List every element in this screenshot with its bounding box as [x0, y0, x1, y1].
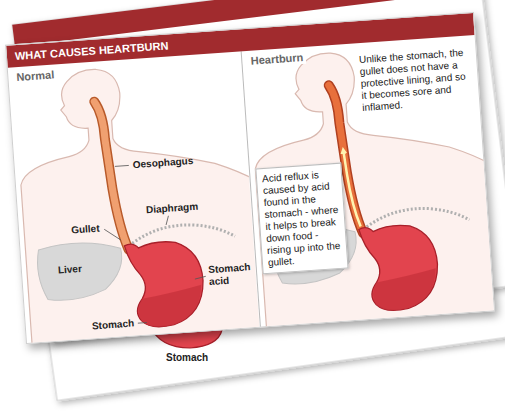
- panel-heading: Normal: [14, 68, 57, 84]
- front-card: WHAT CAUSES HEARTBURNNormalHeartburnUnli…: [5, 12, 495, 344]
- note-text: Acid reflux is caused by acid found in t…: [262, 168, 343, 269]
- panel: Heartburn Unlike the stomach, the gullet …: [242, 35, 495, 329]
- leader-lines: [100, 161, 209, 325]
- part-label: Stomach acid: [208, 261, 256, 288]
- callout-box: Acid reflux is caused by acid found in t…: [255, 163, 348, 275]
- part-label: Stomach: [166, 352, 208, 364]
- note-box: Unlike the stomach, the gullet does not …: [354, 43, 476, 117]
- panel-heading: Heartburn: [248, 51, 305, 68]
- part-label: Gullet: [71, 223, 100, 237]
- panel: Normal: [8, 51, 260, 344]
- part-label: Liver: [58, 263, 83, 277]
- heartburn-figure: [248, 42, 495, 328]
- normal-figure: [13, 59, 259, 344]
- note-text: Unlike the stomach, the gullet does not …: [359, 46, 473, 114]
